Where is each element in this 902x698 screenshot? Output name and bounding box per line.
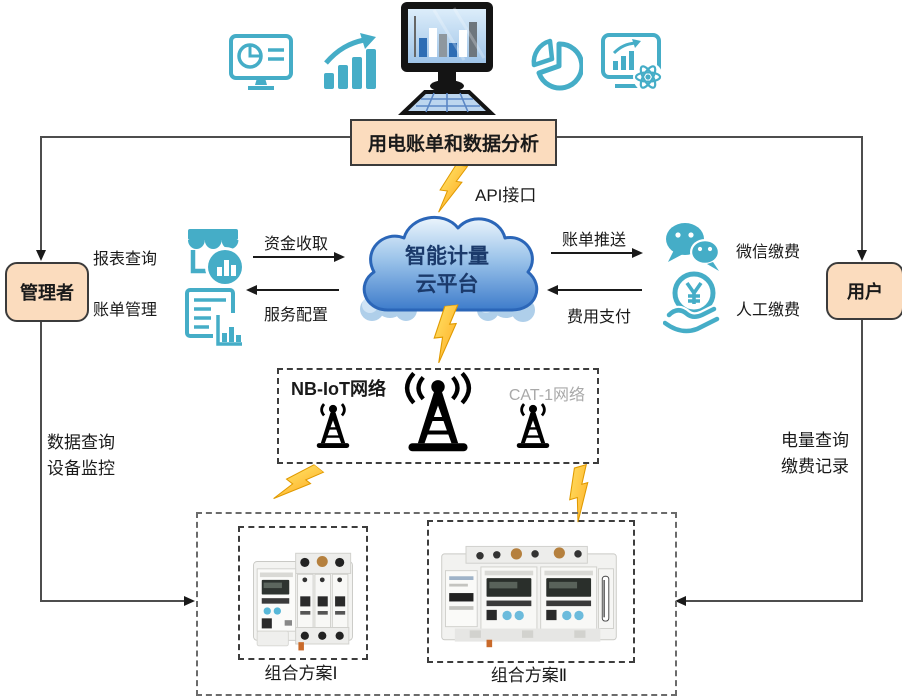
cloud-title-line1: 智能计量 bbox=[405, 245, 489, 268]
api-label: API接口 bbox=[475, 186, 537, 205]
cloud-title-line2: 云平台 bbox=[415, 273, 479, 297]
wechat-icon bbox=[664, 221, 722, 273]
flow-bill-push-arrowhead bbox=[632, 248, 643, 258]
top-label-box: 用电账单和数据分析 bbox=[350, 119, 557, 166]
monitor-pie-icon bbox=[228, 33, 294, 93]
user-box: 用户 bbox=[826, 262, 902, 320]
radio-tower-icon bbox=[507, 398, 559, 454]
connector-top-left bbox=[41, 136, 350, 138]
solution-2-label: 组合方案Ⅱ bbox=[490, 666, 568, 685]
connector-top-right bbox=[553, 136, 863, 138]
solution-1-box bbox=[238, 526, 368, 660]
admin-label: 管理者 bbox=[20, 283, 74, 303]
flow-fund-collect-arrowhead bbox=[334, 252, 345, 262]
trend-bars-icon bbox=[322, 33, 380, 89]
network-title: NB-IoT网络 bbox=[291, 379, 386, 399]
admin-side-note: 数据查询 设备监控 bbox=[47, 430, 115, 483]
lightning-left-icon bbox=[269, 454, 325, 513]
flow-service-config-label: 服务配置 bbox=[263, 307, 328, 324]
network-box: NB-IoT网络 CAT-1网络 bbox=[277, 368, 599, 464]
meter-device-1 bbox=[248, 548, 358, 652]
connector-right-down bbox=[861, 136, 863, 252]
arrowhead-to-devices-right bbox=[675, 596, 686, 606]
radio-tower-icon bbox=[307, 398, 359, 454]
meter-device-2 bbox=[438, 538, 620, 650]
arrowhead-to-user bbox=[857, 250, 867, 261]
connector-right-bottom bbox=[686, 600, 863, 602]
connector-user-to-devices bbox=[861, 318, 863, 602]
radio-tower-icon bbox=[395, 370, 481, 460]
flow-fee-pay-arrowhead bbox=[547, 285, 558, 295]
solution-2-box bbox=[427, 520, 635, 663]
arrowhead-to-devices-left bbox=[184, 596, 195, 606]
lightning-api-icon bbox=[434, 162, 469, 215]
user-label: 用户 bbox=[847, 282, 883, 302]
yen-hand-icon bbox=[663, 270, 721, 334]
flow-service-config-line bbox=[255, 289, 339, 291]
admin-item-report-query: 报表查询 bbox=[93, 251, 158, 268]
computer-analytics-icon bbox=[394, 0, 500, 116]
lightning-cloud-network-icon bbox=[426, 304, 466, 364]
cloud-title: 智能计量 云平台 bbox=[352, 243, 542, 300]
flow-bill-push-line bbox=[551, 252, 635, 254]
user-item-wechat-pay: 微信缴费 bbox=[736, 244, 801, 261]
flow-fee-pay-line bbox=[556, 289, 642, 291]
document-chart-icon bbox=[185, 287, 243, 349]
admin-box: 管理者 bbox=[5, 262, 89, 322]
admin-item-bill-manage: 账单管理 bbox=[93, 302, 158, 319]
flow-service-config-arrowhead bbox=[246, 285, 257, 295]
flow-fund-collect-line bbox=[253, 256, 337, 258]
solution-1-label: 组合方案Ⅰ bbox=[264, 664, 338, 683]
flow-bill-push-label: 账单推送 bbox=[561, 232, 626, 249]
pie-chart-icon bbox=[529, 37, 583, 93]
network-subtitle: CAT-1网络 bbox=[508, 387, 585, 404]
storefront-chart-icon bbox=[184, 226, 246, 288]
connector-left-bottom bbox=[40, 600, 186, 602]
cloud-platform bbox=[352, 206, 542, 328]
flow-fund-collect-label: 资金收取 bbox=[263, 236, 328, 253]
connector-admin-to-devices bbox=[40, 320, 42, 602]
admin-side-note-line1: 数据查询 bbox=[47, 433, 115, 452]
board-atom-icon bbox=[601, 33, 665, 95]
user-side-note: 电量查询 缴费记录 bbox=[781, 428, 849, 481]
user-side-note-line1: 电量查询 bbox=[781, 431, 849, 450]
admin-side-note-line2: 设备监控 bbox=[47, 459, 115, 479]
arrowhead-to-admin bbox=[36, 250, 46, 261]
user-item-manual-pay: 人工缴费 bbox=[736, 302, 801, 319]
user-side-note-line2: 缴费记录 bbox=[781, 457, 849, 477]
top-label-text: 用电账单和数据分析 bbox=[367, 134, 539, 155]
devices-outer-box bbox=[196, 512, 677, 696]
flow-fee-pay-label: 费用支付 bbox=[566, 309, 631, 326]
main-cloud-shape bbox=[362, 216, 539, 312]
lightning-right-icon bbox=[558, 463, 602, 525]
connector-left-down bbox=[40, 136, 42, 256]
